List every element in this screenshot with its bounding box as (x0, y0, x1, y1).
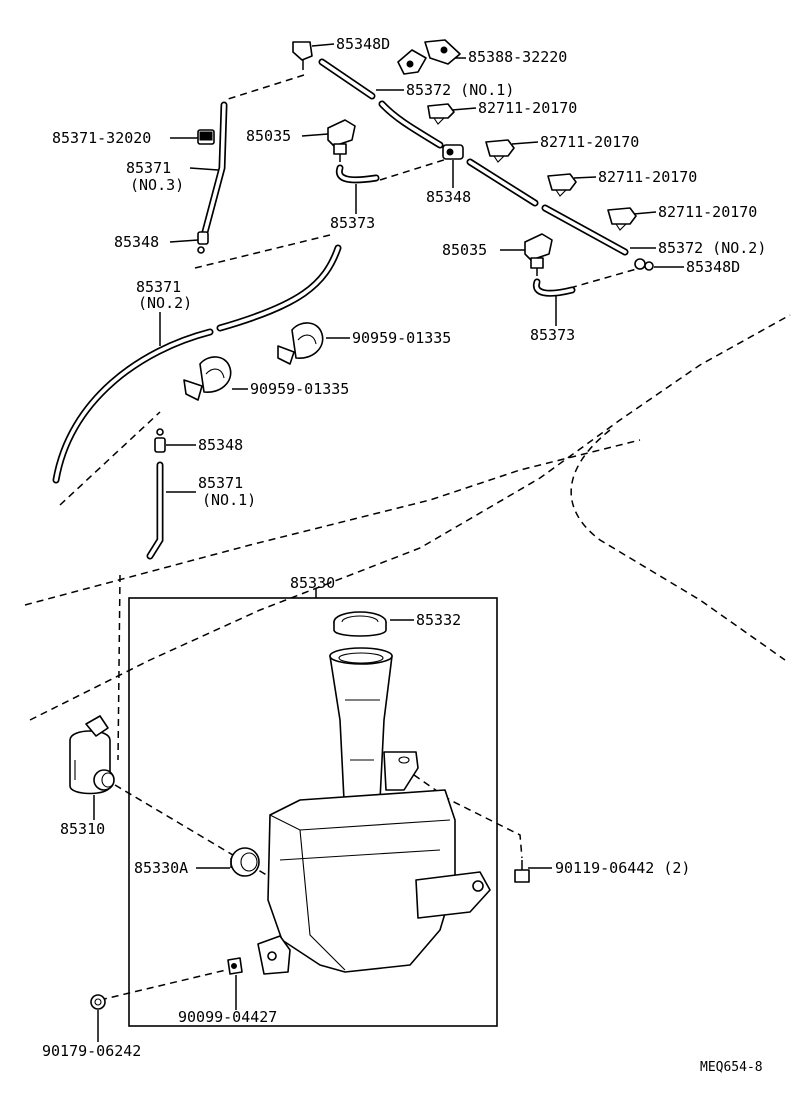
hose-85371-no1 (146, 461, 164, 560)
label-85388-32220: 85388-32220 (468, 48, 567, 66)
label-82711-3: 82711-20170 (598, 168, 697, 186)
label-90179-06242: 90179-06242 (42, 1042, 141, 1060)
grommet-85371-32020 (197, 129, 215, 145)
label-85348d-top: 85348D (336, 35, 390, 53)
bolt-90119-06442 (514, 860, 530, 883)
label-82711-4: 82711-20170 (658, 203, 757, 221)
hose-85372-no1 (318, 58, 444, 149)
label-85372-no2: 85372 (NO.2) (658, 239, 766, 257)
bracket-85388-32220 (397, 39, 461, 75)
body-panel-outline (24, 314, 791, 721)
label-82711-2: 82711-20170 (540, 133, 639, 151)
label-90959-lower: 90959-01335 (250, 380, 349, 398)
diagram-code: MEQ654-8 (700, 1060, 763, 1075)
label-90119-06442: 90119-06442 (2) (555, 859, 690, 877)
tank-assembly-box (128, 597, 498, 1027)
label-85371-no2-num: 85371 (136, 278, 181, 296)
connection-dashed-lines (59, 74, 641, 1001)
label-85371-no2-sub: (NO.2) (138, 294, 192, 312)
hose-85371-no3 (201, 101, 228, 236)
label-85371-no1-num: 85371 (198, 474, 243, 492)
nozzle-85035-right (524, 233, 553, 276)
clamp-90959-lower (183, 356, 232, 401)
clip-82711-3 (547, 173, 577, 197)
tee-85348 (442, 144, 464, 160)
label-85371-no1-sub: (NO.1) (202, 491, 256, 509)
label-85035-left: 85035 (246, 127, 291, 145)
label-85348-upper: 85348 (114, 233, 159, 251)
label-90959-upper: 90959-01335 (352, 329, 451, 347)
label-85371-no3-num: 85371 (126, 159, 171, 177)
washer-pump-85310 (69, 715, 115, 795)
elbow-85373-right (532, 278, 576, 297)
label-85371-32020: 85371-32020 (52, 129, 151, 147)
joint-85348-lower (154, 428, 166, 453)
label-85371-no3-sub: (NO.3) (130, 176, 184, 194)
nut-90179-06242 (90, 994, 106, 1010)
label-85310: 85310 (60, 820, 105, 838)
label-85330: 85330 (290, 574, 335, 592)
label-85332: 85332 (416, 611, 461, 629)
clamp-90959-upper (277, 322, 324, 365)
nozzle-85035-left (327, 119, 356, 162)
label-85348-tee: 85348 (426, 188, 471, 206)
tank-cap-85332 (333, 611, 387, 637)
label-85348-lower: 85348 (198, 436, 243, 454)
label-85348d-right: 85348D (686, 258, 740, 276)
clip-82711-1 (427, 103, 455, 125)
label-leaders (93, 43, 684, 1042)
hose-85372-no2 (466, 158, 629, 256)
clip-85348d-right (634, 258, 654, 271)
hose-85371-no2 (52, 244, 342, 484)
label-85330a: 85330A (134, 859, 188, 877)
label-90099-04427: 90099-04427 (178, 1008, 277, 1026)
label-85372-no1: 85372 (NO.1) (406, 81, 514, 99)
clip-82711-2 (485, 139, 515, 163)
joint-85348-upper (197, 231, 209, 254)
elbow-85373-left (335, 164, 380, 184)
washer-tank (257, 647, 491, 975)
grommet-85330a (230, 847, 260, 877)
clip-82711-4 (607, 207, 637, 231)
clip-85348d-top (292, 41, 313, 70)
label-85373-left: 85373 (330, 214, 375, 232)
label-82711-1: 82711-20170 (478, 99, 577, 117)
label-85373-right: 85373 (530, 326, 575, 344)
clip-90099-04427 (227, 957, 243, 975)
label-85035-right: 85035 (442, 241, 487, 259)
